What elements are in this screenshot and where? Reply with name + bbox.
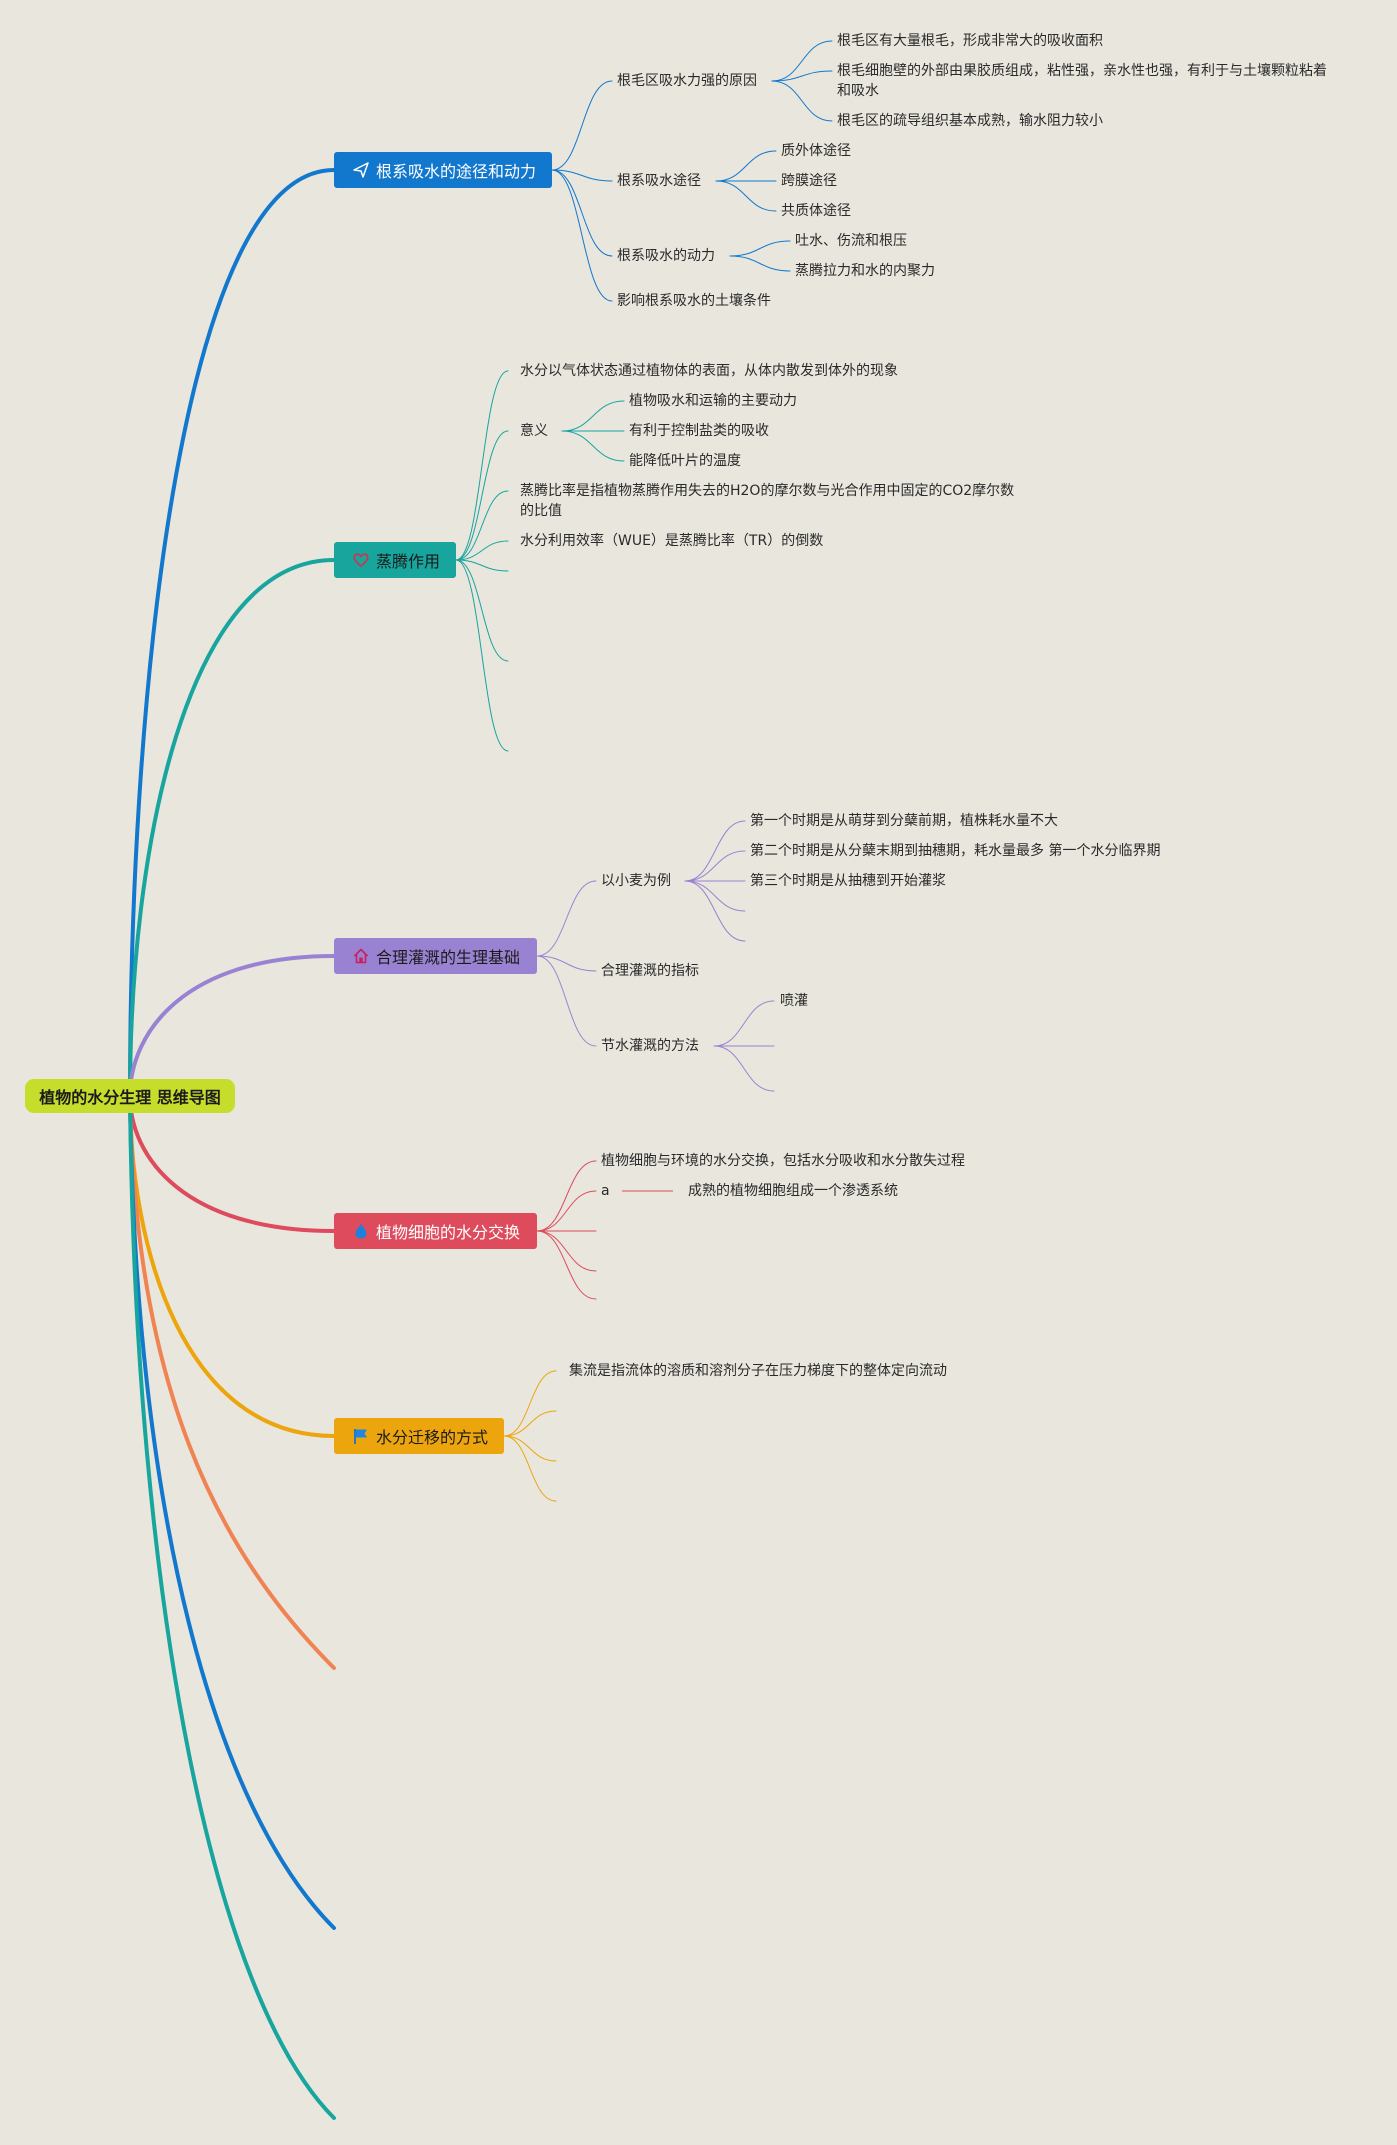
b5-link-0 [503, 1370, 557, 1437]
b1-3-link-0 [729, 240, 791, 257]
node-root-hair-area[interactable]: 根毛区有大量根毛，形成非常大的吸收面积 [837, 33, 1103, 49]
b3-link-1 [536, 955, 597, 972]
b1-1-link-2 [771, 80, 833, 122]
node-water-use-efficiency[interactable]: 水分利用效率（WUE）是蒸腾比率（TR）的倒数 [520, 533, 824, 549]
node-root-hair-reasons[interactable]: 根毛区吸水力强的原因 [617, 73, 757, 89]
node-osmotic-system[interactable]: 成熟的植物细胞组成一个渗透系统 [688, 1183, 898, 1199]
topic-root-water-absorption[interactable]: 根系吸水的途径和动力 [334, 152, 552, 188]
topic-cell-water-exchange[interactable]: 植物细胞的水分交换 [334, 1213, 537, 1249]
node-salt-control[interactable]: 有利于控制盐类的吸收 [629, 423, 769, 439]
topic-irrigation-basis[interactable]: 合理灌溉的生理基础 [334, 938, 537, 974]
b3-link-0 [536, 880, 597, 957]
node-cell-environment-exchange[interactable]: 植物细胞与环境的水分交换，包括水分吸收和水分散失过程 [601, 1153, 965, 1169]
b1-3-link-1 [729, 255, 791, 272]
house-icon [353, 948, 369, 964]
b1-1-link-1 [771, 70, 833, 82]
node-a[interactable]: a [601, 1183, 610, 1199]
node-apoplast-path[interactable]: 质外体途径 [781, 143, 851, 159]
b3-1-link-1 [684, 850, 746, 882]
send-icon [353, 162, 369, 178]
node-irrigation-index[interactable]: 合理灌溉的指标 [601, 963, 699, 979]
node-leaf-temperature[interactable]: 能降低叶片的温度 [629, 453, 741, 469]
trunk-branch-1 [128, 168, 336, 1098]
b4-link-4 [536, 1230, 597, 1300]
node-wheat-example[interactable]: 以小麦为例 [601, 873, 671, 889]
b1-2-link-0 [715, 150, 777, 182]
b1-1-link-0 [771, 40, 833, 82]
node-significance[interactable]: 意义 [520, 423, 548, 439]
node-root-water-power[interactable]: 根系吸水的动力 [617, 248, 715, 264]
node-wheat-period-2[interactable]: 第二个时期是从分蘖末期到抽穗期，耗水量最多 第一个水分临界期 [750, 843, 1161, 859]
b5-link-3 [503, 1435, 557, 1502]
b3-3-link-2 [713, 1045, 775, 1092]
trunk-branch-2 [128, 558, 336, 1098]
b2-link-0 [455, 370, 509, 561]
trunk-empty-blue [128, 1094, 336, 1930]
node-water-saving-methods[interactable]: 节水灌溉的方法 [601, 1038, 699, 1054]
trunk-branch-4 [128, 1094, 336, 1233]
node-soil-conditions[interactable]: 影响根系吸水的土壤条件 [617, 293, 771, 309]
node-sprinkler[interactable]: 喷灌 [780, 993, 808, 1009]
b5-link-1 [503, 1410, 557, 1437]
b2-link-4 [455, 559, 509, 572]
b2-link-5 [455, 559, 509, 662]
node-root-water-path[interactable]: 根系吸水途径 [617, 173, 701, 189]
b1-link-2 [551, 169, 613, 257]
b4-link-1 [536, 1190, 597, 1232]
trunk-empty-teal [128, 1094, 336, 2120]
trunk-branch-3 [128, 954, 336, 1098]
b1-link-0 [551, 80, 613, 171]
b2-link-3 [455, 540, 509, 561]
b3-link-2 [536, 955, 597, 1047]
node-symplast-path[interactable]: 共质体途径 [781, 203, 851, 219]
node-wheat-period-3[interactable]: 第三个时期是从抽穗到开始灌浆 [750, 873, 946, 889]
b2-link-1 [455, 430, 509, 561]
b3-1-link-3 [684, 880, 746, 912]
drop-icon [355, 1224, 367, 1239]
node-bulk-flow[interactable]: 集流是指流体的溶质和溶剂分子在压力梯度下的整体定向流动 [569, 1363, 947, 1379]
node-root-hair-wall[interactable]: 根毛细胞壁的外部由果胶质组成，粘性强，亲水性也强，有利于与土壤颗粒粘着和吸水 [837, 63, 1327, 99]
b4-link-0 [536, 1160, 597, 1232]
b1-2-link-2 [715, 180, 777, 212]
b2-1-link-2 [561, 430, 625, 462]
b3-3-link-0 [713, 1000, 775, 1047]
node-root-hair-tissue[interactable]: 根毛区的疏导组织基本成熟，输水阻力较小 [837, 113, 1103, 129]
topic-transpiration[interactable]: 蒸腾作用 [334, 542, 456, 578]
node-wheat-period-1[interactable]: 第一个时期是从萌芽到分蘖前期，植株耗水量不大 [750, 813, 1058, 829]
root-topic[interactable]: 植物的水分生理 思维导图 [25, 1079, 235, 1113]
b2-link-2 [455, 490, 509, 561]
node-transpiration-pull[interactable]: 蒸腾拉力和水的内聚力 [795, 263, 935, 279]
trunk-empty-orange [128, 1094, 336, 1670]
node-main-power[interactable]: 植物吸水和运输的主要动力 [629, 393, 797, 409]
b1-link-3 [551, 169, 613, 302]
b4-link-3 [536, 1230, 597, 1272]
node-transpiration-ratio[interactable]: 蒸腾比率是指植物蒸腾作用失去的H2O的摩尔数与光合作用中固定的CO2摩尔数的比值 [520, 483, 1015, 519]
trunk-branch-5 [128, 1094, 336, 1438]
b2-1-link-0 [561, 400, 625, 432]
heart-icon [353, 553, 369, 567]
b1-link-1 [551, 169, 613, 182]
node-transpiration-definition[interactable]: 水分以气体状态通过植物体的表面，从体内散发到体外的现象 [520, 363, 898, 379]
topic-water-movement[interactable]: 水分迁移的方式 [334, 1418, 504, 1454]
node-transmembrane-path[interactable]: 跨膜途径 [781, 173, 837, 189]
node-guttation-pressure[interactable]: 吐水、伤流和根压 [795, 233, 907, 249]
flag-icon [354, 1429, 367, 1444]
b2-link-6 [455, 559, 509, 752]
b5-link-2 [503, 1435, 557, 1462]
b3-1-link-4 [684, 880, 746, 942]
b3-1-link-0 [684, 820, 746, 882]
